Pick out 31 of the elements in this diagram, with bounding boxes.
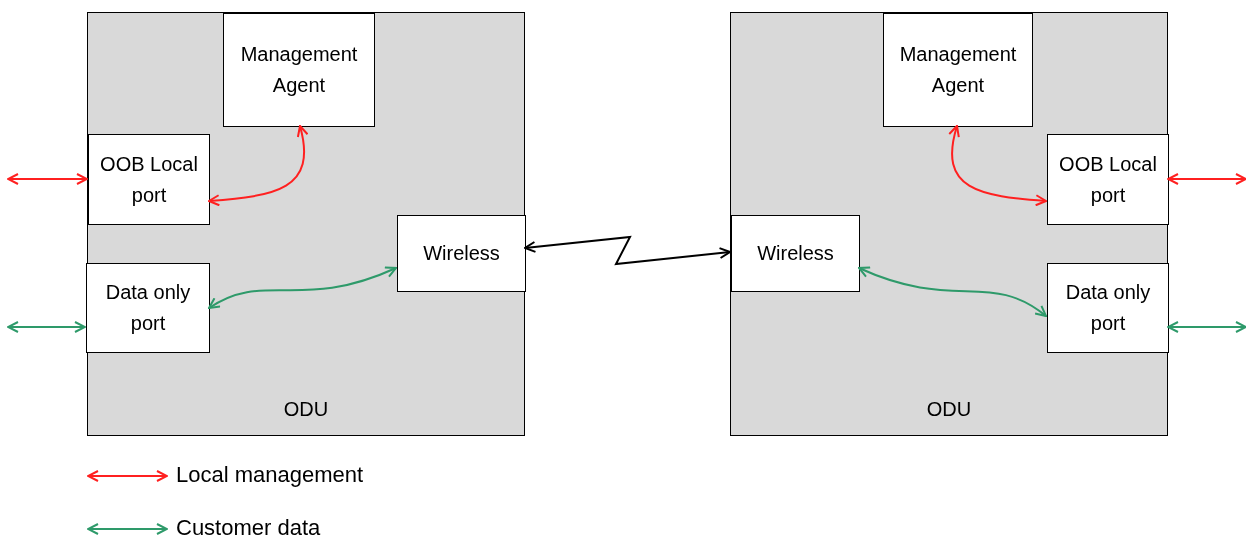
box-label: Wireless xyxy=(757,241,834,266)
device-box xyxy=(87,12,525,436)
component-box xyxy=(1047,134,1169,225)
component-box xyxy=(1047,263,1169,353)
connector-arrow xyxy=(208,266,397,309)
legend-label: Local management xyxy=(176,462,364,488)
connector-arrow xyxy=(1167,321,1246,333)
connector-arrow xyxy=(1167,173,1246,185)
component-box xyxy=(397,215,526,292)
box-label: ODU xyxy=(925,398,973,421)
component-box xyxy=(883,13,1033,127)
connector-arrow xyxy=(948,125,1047,207)
box-label: Management Agent xyxy=(239,42,359,98)
box-label: OOB Local port xyxy=(99,151,199,208)
connector-arrow xyxy=(858,266,1047,317)
component-box xyxy=(88,134,210,225)
box-label: Data only port xyxy=(1064,280,1152,336)
box-label: Wireless xyxy=(423,241,500,266)
device-box xyxy=(730,12,1168,436)
box-label: OOB Local port xyxy=(1058,151,1158,208)
connector-arrow xyxy=(208,125,309,207)
box-label: ODU xyxy=(282,398,330,421)
connector-arrow xyxy=(7,173,88,185)
box-label: Management Agent xyxy=(898,42,1018,98)
connector-arrow xyxy=(7,321,86,333)
box-label: Data only port xyxy=(104,280,192,336)
legend-label: Customer data xyxy=(176,515,321,541)
component-box xyxy=(86,263,210,353)
connector-arrow xyxy=(524,235,731,266)
component-box xyxy=(731,215,860,292)
component-box xyxy=(223,13,375,127)
